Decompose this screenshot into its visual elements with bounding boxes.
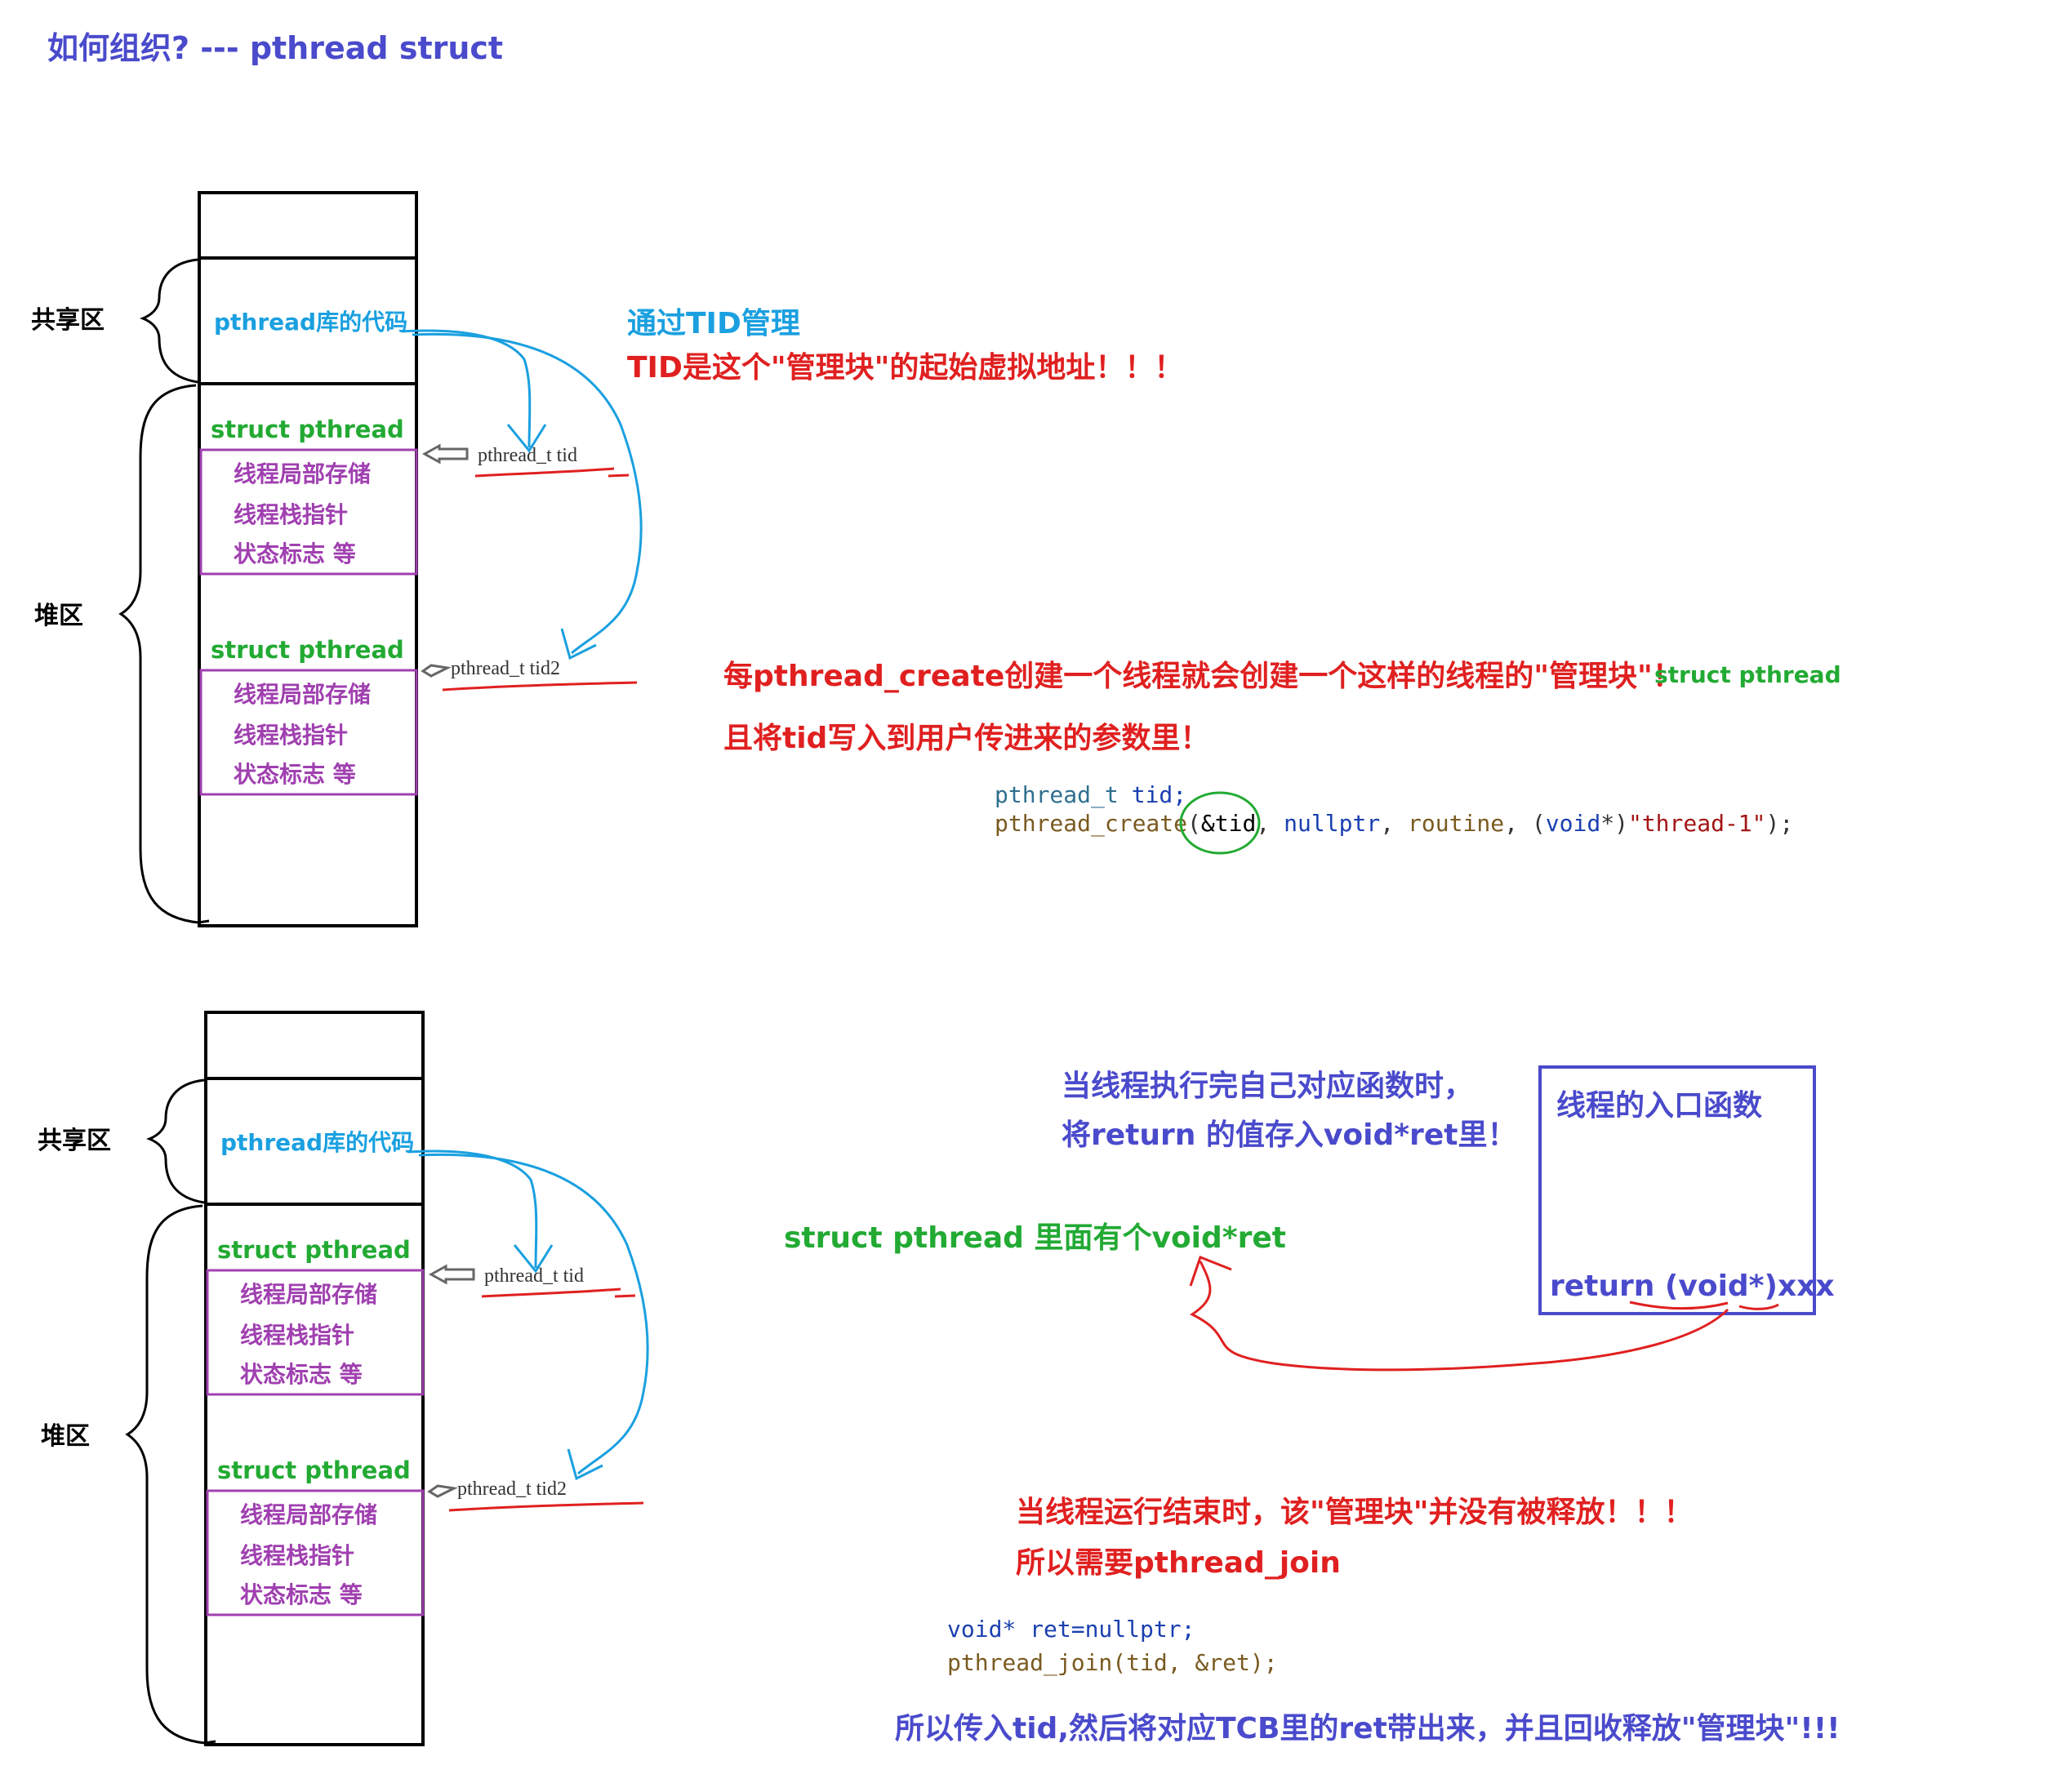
label-heap-area: 堆区 [34, 602, 83, 630]
note-end-line2: 所以需要pthread_join [1016, 1546, 1341, 1580]
blue-arrow-to-tid [401, 329, 532, 448]
label-shared-area-2: 共享区 [38, 1127, 111, 1155]
struct-box-2-2 [206, 1489, 425, 1616]
struct2-title: struct pthread [211, 636, 404, 664]
entry-function-title: 线程的入口函数 [1556, 1089, 1762, 1123]
code-sep3: , [1504, 810, 1518, 837]
underline-tid2 [442, 681, 638, 691]
blue-arrow-to-tid-2 [407, 1149, 538, 1269]
diagram-2: 共享区 堆区 pthread库的代码 struct pthread 线程局部存储… [38, 1011, 649, 1746]
code-fn: pthread_create [995, 810, 1187, 838]
code-arg-routine: routine [1408, 810, 1504, 837]
hollow-arrow-tid-2 [428, 1264, 475, 1285]
blue-arrow-to-tid2 [412, 332, 643, 655]
struct2-field-stack: 线程栈指针 [234, 722, 348, 749]
code-paren: ( [1187, 810, 1201, 837]
hollow-arrow-tid2-2 [427, 1484, 458, 1498]
note-finish-line1: 当线程执行完自己对应函数时， [1062, 1069, 1473, 1103]
green-circle-tid [1179, 791, 1261, 855]
join-code-line1: void* ret=nullptr; [947, 1616, 1195, 1643]
code-cast-open: ( [1532, 810, 1546, 837]
tid2-label: pthread_t tid2 [451, 658, 560, 679]
blue-arrowhead-tid2-2 [567, 1448, 603, 1481]
struct2-2-field-stack: 线程栈指针 [240, 1542, 354, 1569]
hollow-arrow-tid2 [421, 664, 452, 678]
brace-heap-2 [125, 1204, 216, 1745]
struct1-title: struct pthread [211, 416, 404, 443]
underline-tid2-2 [448, 1501, 644, 1512]
struct-box-2-1 [206, 1269, 425, 1396]
code-string: "thread-1" [1628, 810, 1766, 837]
blue-arrowhead-tid2 [560, 628, 597, 660]
note-write-tid: 且将tid写入到用户传进来的参数里！ [723, 722, 1209, 755]
lib-code-label: pthread库的代码 [214, 309, 407, 336]
note-create-struct: struct pthread [1654, 661, 1841, 688]
blue-arrowhead-tid [506, 424, 547, 453]
brace-shared [139, 258, 198, 384]
struct1-field-stack: 线程栈指针 [234, 501, 348, 528]
code-line-declare: pthread_t tid; [995, 781, 1186, 809]
red-curve-return-to-ret [1190, 1261, 1729, 1372]
lib-code-label-2: pthread库的代码 [220, 1129, 414, 1156]
struct2-1-field-status: 状态标志 等 [240, 1361, 363, 1388]
code-line-create: pthread_create(&tid,nullptr,routine,(voi… [995, 810, 1793, 838]
page-title: 如何组织? --- pthread struct [47, 30, 503, 66]
diagram-1: 共享区 堆区 pthread库的代码 struct pthread 线程局部存储… [31, 191, 643, 927]
struct2-field-status: 状态标志 等 [234, 761, 356, 788]
label-heap-area-2: 堆区 [41, 1422, 90, 1451]
struct2-1-title: struct pthread [217, 1236, 411, 1264]
code-arg-tid: &tid [1201, 810, 1256, 837]
underline-tid-2 [481, 1287, 636, 1298]
entry-return-statement: return (void*)xxx [1550, 1270, 1835, 1303]
struct2-2-title: struct pthread [217, 1456, 411, 1484]
hollow-arrow-tid [421, 443, 469, 465]
struct-box-1 [199, 448, 418, 576]
note-struct-ret: struct pthread 里面有个void*ret [784, 1221, 1286, 1255]
note-tid-manage: 通过TID管理 [627, 307, 800, 340]
code-cast-type: void [1546, 810, 1600, 837]
underline-return-value [1629, 1301, 1779, 1310]
struct-box-2 [199, 669, 418, 796]
struct1-field-tls: 线程局部存储 [234, 460, 371, 487]
label-shared-area: 共享区 [31, 306, 105, 335]
red-arrowhead-ret [1189, 1256, 1232, 1287]
brace-shared-2 [145, 1078, 205, 1204]
note-finish-line2: 将return 的值存入void*ret里！ [1062, 1118, 1516, 1152]
entry-function-box [1538, 1065, 1816, 1315]
struct2-2-field-status: 状态标志 等 [240, 1581, 363, 1608]
brace-heap [118, 384, 210, 924]
note-final: 所以传入tid,然后将对应TCB里的ret带出来，并且回收释放"管理块"!!! [895, 1711, 1841, 1745]
code-cast-close: *) [1600, 810, 1628, 837]
red-arrow-return-to-ret [1193, 1309, 1729, 1371]
blue-arrowhead-tid-2 [513, 1244, 554, 1274]
code-type: pthread_t [995, 781, 1119, 809]
note-end-line1: 当线程运行结束时，该"管理块"并没有被释放！！！ [1016, 1496, 1694, 1529]
code-end: ); [1766, 810, 1794, 837]
struct2-1-field-stack: 线程栈指针 [240, 1322, 354, 1349]
struct2-field-tls: 线程局部存储 [234, 681, 371, 708]
code-arg-nullptr: nullptr [1284, 810, 1380, 837]
struct1-field-status: 状态标志 等 [234, 540, 356, 567]
struct2-1-field-tls: 线程局部存储 [240, 1281, 377, 1308]
struct2-2-field-tls: 线程局部存储 [240, 1501, 377, 1528]
code-sep2: , [1380, 810, 1394, 837]
note-tid-address: TID是这个"管理块"的起始虚拟地址！！！ [627, 351, 1183, 385]
code-var: tid; [1132, 781, 1186, 808]
tid2-label-2: pthread_t tid2 [457, 1479, 567, 1500]
join-code-line2: pthread_join(tid, &ret); [947, 1649, 1278, 1677]
underline-tid [474, 467, 630, 478]
note-create-each: 每pthread_create创建一个线程就会创建一个这样的线程的"管理块"！ [723, 660, 1682, 693]
blue-arrow-to-tid2-2 [418, 1153, 649, 1475]
